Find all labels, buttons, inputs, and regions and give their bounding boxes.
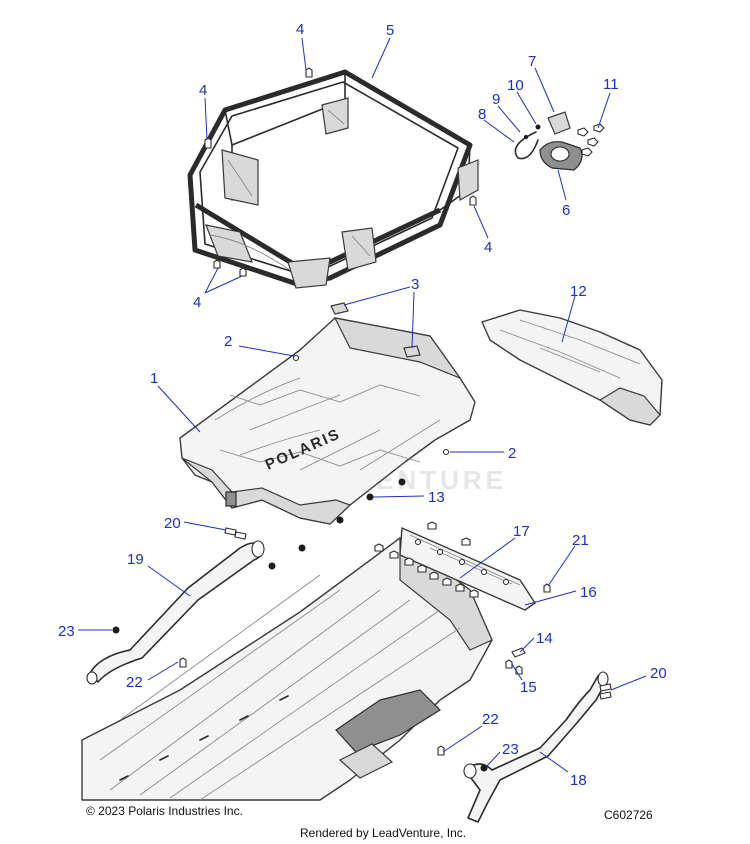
- brace-bolts: [374, 521, 479, 598]
- rear-brace: [399, 527, 536, 611]
- callout-12: 12: [570, 283, 587, 300]
- callout-labels: 4 5 4 7 11 10 9 8 6 4 4 3 12 2 1 2 13 20…: [58, 21, 667, 789]
- callout-20: 20: [164, 515, 181, 532]
- callout-2: 2: [224, 333, 232, 350]
- callout-21: 21: [572, 532, 589, 549]
- tailgate-panel: [481, 309, 663, 426]
- left-support-tube: [86, 540, 265, 685]
- callout-18: 18: [570, 772, 587, 789]
- callout-7: 7: [528, 53, 536, 70]
- callout-23: 23: [502, 741, 519, 758]
- callout-4: 4: [199, 82, 207, 99]
- cargo-bed: POLARIS: [179, 317, 476, 525]
- cargo-rack-frame: [187, 69, 479, 289]
- callout-3: 3: [411, 276, 419, 293]
- callout-22: 22: [126, 674, 143, 691]
- callout-11: 11: [603, 76, 619, 93]
- callout-4: 4: [296, 21, 304, 38]
- callout-4: 4: [484, 239, 492, 256]
- latch-assembly: [514, 111, 605, 171]
- callout-15: 15: [520, 679, 537, 696]
- callout-6: 6: [562, 202, 570, 219]
- callout-23: 23: [58, 623, 75, 640]
- hardware-fasteners: [112, 67, 612, 772]
- callout-1: 1: [150, 370, 158, 387]
- diagram-code: C602726: [604, 808, 653, 822]
- callout-16: 16: [580, 584, 597, 601]
- callout-14: 14: [536, 630, 553, 647]
- callout-8: 8: [478, 106, 486, 123]
- callout-9: 9: [492, 91, 500, 108]
- clips: [330, 302, 421, 358]
- callout-22: 22: [482, 711, 499, 728]
- rendered-by-text: Rendered by LeadVenture, Inc.: [300, 826, 467, 840]
- leader-lines: [78, 37, 647, 773]
- callout-5: 5: [386, 22, 394, 39]
- callout-19: 19: [127, 551, 144, 568]
- callout-4: 4: [193, 294, 201, 311]
- copyright-text: © 2023 Polaris Industries Inc.: [86, 804, 243, 818]
- callout-20: 20: [650, 665, 667, 682]
- callout-10: 10: [507, 77, 524, 94]
- callout-2: 2: [508, 445, 516, 462]
- callout-17: 17: [513, 523, 530, 540]
- callout-13: 13: [428, 489, 445, 506]
